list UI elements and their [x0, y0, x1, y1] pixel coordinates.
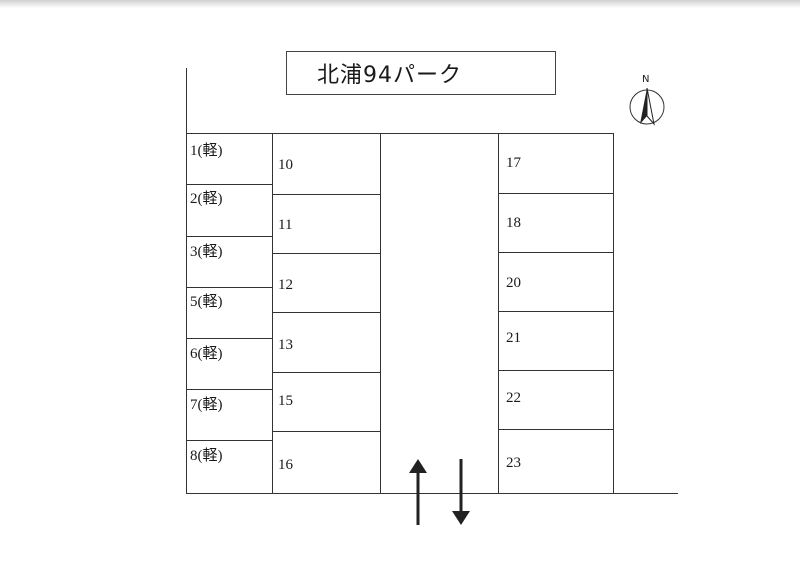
slot-divider	[272, 194, 380, 195]
slot-divider	[498, 370, 613, 371]
parking-slot-label: 22	[506, 390, 521, 406]
slot-divider	[498, 193, 613, 194]
parking-slot-label: 1(軽)	[190, 143, 223, 159]
slot-divider	[498, 429, 613, 430]
parking-slot-label: 18	[506, 215, 521, 231]
slot-divider	[272, 431, 380, 432]
parking-slot-label: 12	[278, 277, 293, 293]
compass-label: N	[642, 74, 650, 85]
parking-slot-label: 20	[506, 275, 521, 291]
slot-divider	[498, 133, 613, 134]
slot-divider	[186, 184, 272, 185]
parking-slot-label: 5(軽)	[190, 294, 223, 310]
left-column-divider	[272, 133, 273, 493]
parking-slot-label: 13	[278, 337, 293, 353]
slot-divider	[186, 236, 272, 237]
lot-title: 北浦94パーク	[317, 63, 462, 88]
arrow-down-icon	[452, 459, 470, 525]
slot-divider	[186, 389, 272, 390]
parking-slot-label: 16	[278, 457, 293, 473]
slot-divider	[272, 372, 380, 373]
parking-slot-label: 15	[278, 393, 293, 409]
parking-slot-label: 7(軽)	[190, 397, 223, 413]
parking-slot-label: 10	[278, 157, 293, 173]
parking-slot-label: 21	[506, 330, 521, 346]
slot-divider	[186, 287, 272, 288]
parking-slot-label: 11	[278, 217, 293, 233]
compass: N	[628, 74, 666, 128]
parking-slot-label: 8(軽)	[190, 448, 223, 464]
parking-slot-label: 17	[506, 155, 521, 171]
slot-divider	[186, 338, 272, 339]
right-column-right-edge	[613, 133, 614, 493]
slot-divider	[186, 133, 272, 134]
slot-divider	[272, 253, 380, 254]
lot-title-box: 北浦94パーク	[286, 51, 556, 95]
scan-edge-shadow	[0, 0, 800, 8]
parking-slot-label: 6(軽)	[190, 346, 223, 362]
entrance-arrows	[409, 459, 470, 525]
parking-slot-label: 2(軽)	[190, 191, 223, 207]
lot-left-boundary	[186, 68, 187, 494]
parking-slot-label: 23	[506, 455, 521, 471]
slot-divider	[272, 312, 380, 313]
parking-slot-label: 3(軽)	[190, 244, 223, 260]
slot-divider	[186, 440, 272, 441]
arrow-up-icon	[409, 459, 427, 525]
middle-column-right-edge	[380, 133, 381, 493]
lot-bottom-boundary	[186, 493, 678, 494]
slot-divider	[498, 311, 613, 312]
slot-divider	[498, 252, 613, 253]
north-arrow-icon	[629, 87, 665, 126]
right-column-left-edge	[498, 133, 499, 493]
slot-divider	[272, 133, 498, 134]
